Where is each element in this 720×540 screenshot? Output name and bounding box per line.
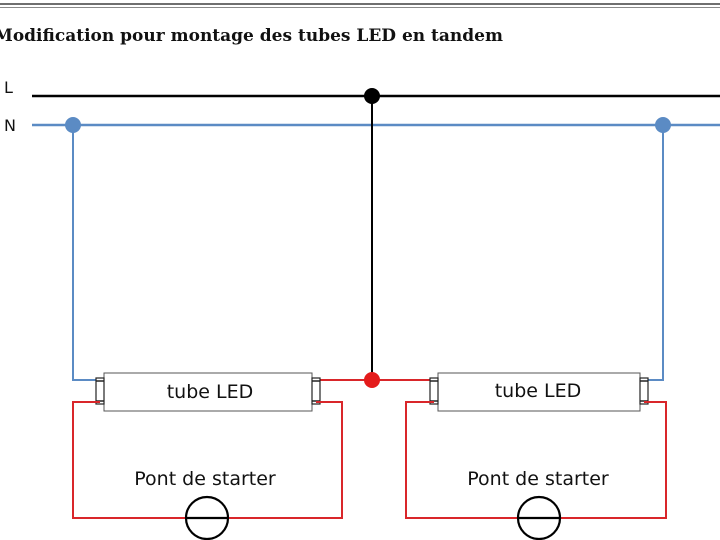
center-junction-dot (364, 372, 380, 388)
starter-1-label: Pont de starter (134, 468, 276, 490)
top-rule (0, 0, 720, 8)
tube-2-right-cap (639, 377, 649, 405)
neutral-drop-right (642, 125, 664, 381)
tube-1-label: tube LED (167, 381, 254, 403)
starter-bridge-1-wire-right (228, 401, 343, 519)
tube-1-right-cap (311, 377, 321, 405)
diagram-title: Modification pour montage des tubes LED … (0, 26, 503, 46)
live-line-label: L (4, 78, 13, 97)
tube-2-left-cap (429, 377, 439, 405)
neutral-junction-dot-left (65, 117, 81, 133)
neutral-drop-left (72, 125, 100, 381)
tube-2-label: tube LED (495, 380, 582, 402)
starter-2-label: Pont de starter (467, 468, 609, 490)
starter-bridge-2-wire-left (405, 401, 518, 519)
neutral-line-label: N (4, 116, 16, 135)
starter-bridge-2: Pont de starter (405, 401, 667, 540)
live-junction-dot (364, 88, 380, 104)
tube-1-left-cap (95, 377, 105, 405)
tube-2: tube LED (429, 372, 649, 412)
starter-bridge-2-wire-right (560, 401, 667, 519)
neutral-junction-dot-right (655, 117, 671, 133)
tube-1: tube LED (95, 372, 321, 412)
starter-bridge-1-wire-left (72, 401, 186, 519)
starter-bridge-1: Pont de starter (72, 401, 343, 540)
